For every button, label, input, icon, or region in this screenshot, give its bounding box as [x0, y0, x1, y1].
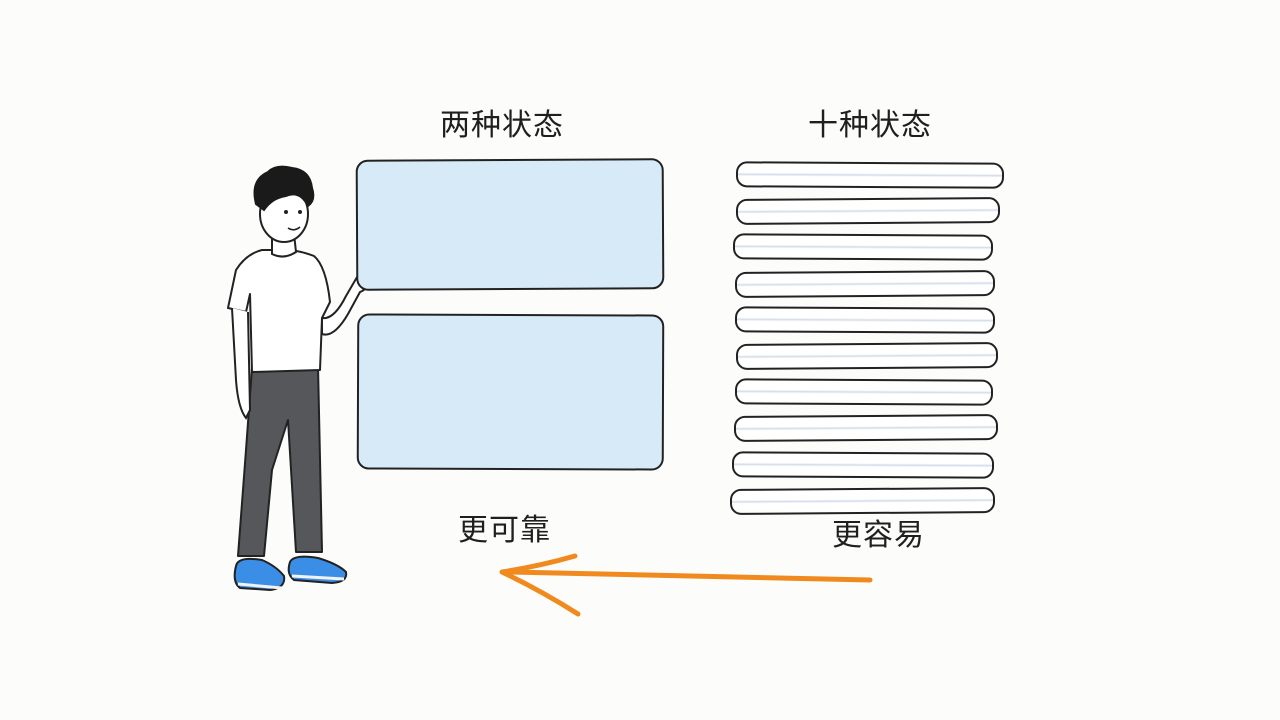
hair — [253, 165, 315, 212]
left-arm — [231, 307, 252, 420]
right-title: 十种状态 — [808, 108, 932, 143]
pants — [237, 365, 323, 557]
left-shoe — [233, 557, 286, 592]
t-shirt — [227, 249, 331, 373]
left-caption: 更可靠 — [458, 513, 551, 548]
right-caption: 更容易 — [832, 518, 925, 553]
left-title: 两种状态 — [440, 108, 564, 143]
